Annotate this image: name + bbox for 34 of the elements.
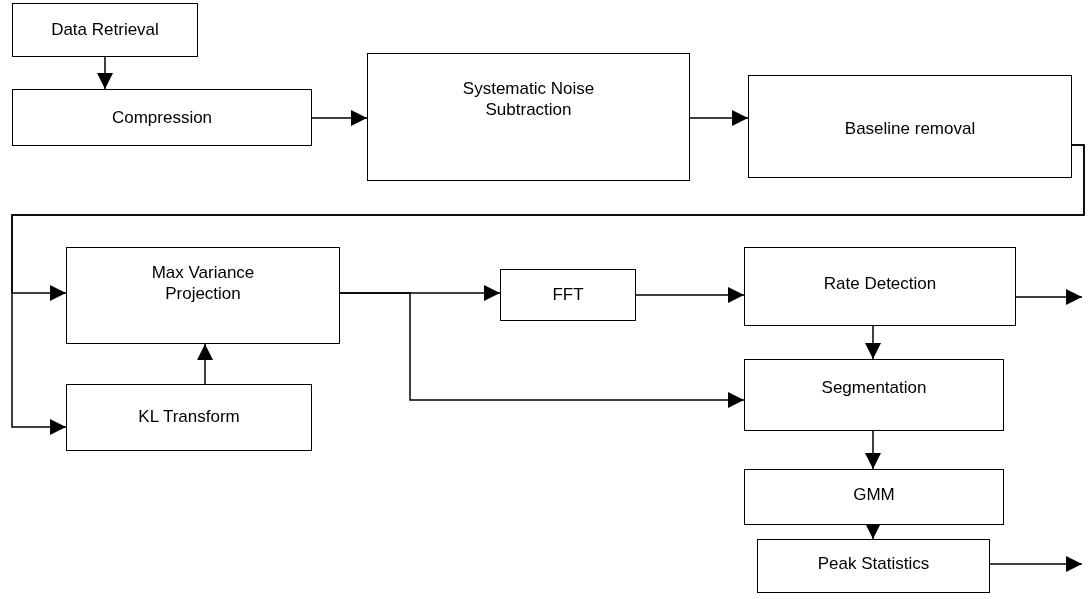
box-label: KL Transform: [138, 406, 240, 428]
box-label: Systematic Noise Subtraction: [461, 78, 596, 121]
arrow: [97, 56, 113, 90]
box-label: GMM: [853, 484, 895, 506]
arrow: [1015, 289, 1083, 305]
box-label: Compression: [111, 107, 213, 129]
process-box: [500, 269, 636, 321]
box-label: Rate Detection: [823, 273, 937, 295]
arrow: [197, 343, 213, 385]
process-box: [12, 89, 312, 146]
box-label: Max Variance Projection: [150, 262, 256, 305]
process-box: [66, 247, 340, 344]
arrow: [339, 292, 745, 408]
arrow: [635, 287, 745, 303]
process-box: [744, 359, 1004, 431]
process-box: [66, 384, 312, 451]
box-label: Segmentation: [821, 377, 927, 399]
box-label: Peak Statistics: [817, 553, 930, 575]
arrow: [311, 110, 368, 126]
box-label: Data Retrieval: [51, 19, 159, 41]
arrow: [865, 523, 881, 540]
arrow: [865, 325, 881, 360]
arrow: [989, 556, 1083, 572]
process-box: [744, 469, 1004, 525]
arrow: [11, 144, 1085, 435]
process-box: [12, 3, 198, 57]
arrow: [689, 110, 749, 126]
process-box: [757, 539, 990, 593]
process-box: [748, 75, 1072, 178]
process-box: [744, 247, 1016, 326]
process-box: [367, 53, 690, 181]
arrow: [865, 430, 881, 470]
box-label: FFT: [552, 284, 584, 306]
box-label: Baseline removal: [844, 118, 976, 140]
